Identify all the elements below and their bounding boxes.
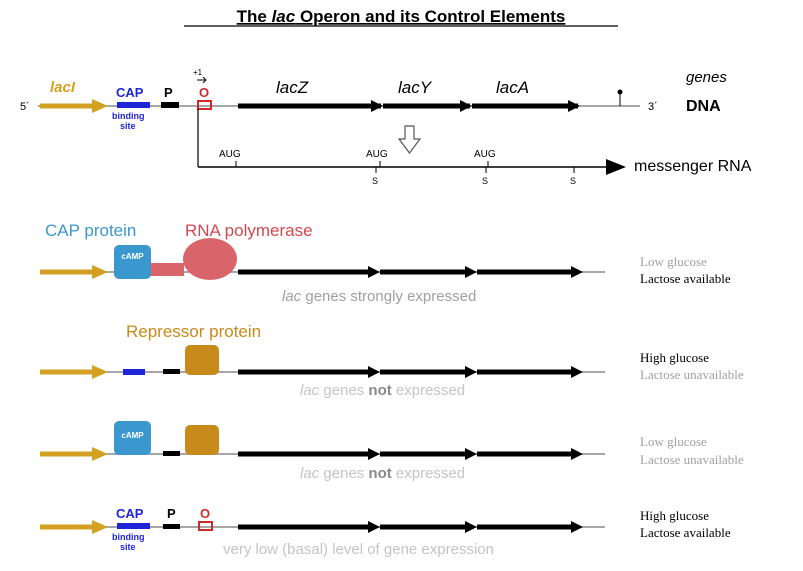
lacy-arrowhead — [465, 448, 477, 460]
plus-one-label: +1 — [193, 68, 203, 77]
polymerase-link — [148, 263, 184, 276]
cap-binding-site — [117, 102, 150, 108]
transcription-arrow-icon — [397, 125, 422, 154]
mrna-label: messenger RNA — [634, 158, 752, 175]
laca-arrowhead — [568, 100, 580, 112]
three-prime-label: 3´ — [648, 101, 658, 113]
cap-label: CAP — [116, 506, 144, 521]
gene-label-laca: lacA — [496, 78, 529, 97]
lactose-label: Lactose available — [640, 271, 731, 286]
stop-label-3: S — [570, 176, 576, 186]
laca-arrowhead — [571, 366, 583, 378]
promoter-site — [163, 451, 180, 456]
lacz-arrowhead — [368, 521, 380, 533]
operator-label: O — [200, 506, 210, 521]
promoter-site — [163, 524, 180, 529]
laca-arrowhead — [571, 266, 583, 278]
aug-label-1: AUG — [219, 149, 241, 160]
aug-label-2: AUG — [366, 149, 388, 160]
rna-polymerase-label: RNA polymerase — [185, 221, 313, 240]
scenario-1: cAMP CAP protein RNA polymerase lac gene… — [40, 221, 731, 305]
tss-marker — [197, 76, 207, 84]
laca-arrowhead — [571, 448, 583, 460]
expression-label: very low (basal) level of gene expressio… — [223, 541, 494, 558]
mrna-arrowhead — [606, 159, 626, 175]
cap-camp-complex — [114, 421, 151, 455]
lacz-arrowhead — [371, 100, 383, 112]
aug-label-3: AUG — [474, 149, 496, 160]
cap-camp-complex — [114, 245, 151, 279]
scenario-2: Repressor protein lac genes not expresse… — [40, 322, 744, 399]
repressor-protein-label: Repressor protein — [126, 322, 261, 341]
lacz-arrowhead — [368, 366, 380, 378]
laci-arrowhead — [92, 365, 108, 379]
lactose-label: Lactose unavailable — [640, 452, 744, 467]
camp-label: cAMP — [121, 431, 144, 440]
laci-arrowhead — [92, 447, 108, 461]
operator-site — [197, 100, 212, 110]
binding-label: binding — [112, 532, 145, 542]
operator-site — [198, 521, 213, 531]
rna-polymerase — [183, 238, 237, 280]
laci-arrowhead — [92, 265, 108, 279]
cap-binding-site — [123, 369, 145, 375]
laci-arrowhead — [92, 520, 108, 534]
gene-label-lacy: lacY — [398, 78, 433, 97]
camp-label: cAMP — [121, 252, 144, 261]
glucose-label: Low glucose — [640, 254, 707, 269]
gene-label-lacz: lacZ — [276, 78, 309, 97]
genes-label: genes — [686, 69, 727, 86]
operator-label: O — [199, 85, 209, 100]
repressor-protein — [185, 425, 219, 455]
laca-arrowhead — [571, 521, 583, 533]
glucose-label: High glucose — [640, 508, 709, 523]
expression-label: lac genes not expressed — [300, 382, 465, 399]
laci-label: lacI — [50, 79, 76, 96]
lacy-arrowhead — [465, 266, 477, 278]
lacz-arrowhead — [368, 448, 380, 460]
expression-label: lac genes strongly expressed — [282, 288, 476, 305]
five-prime-label: 5´ — [20, 101, 30, 113]
dna-label: DNA — [686, 98, 721, 115]
repressor-protein — [185, 345, 219, 375]
stop-label-1: S — [372, 176, 378, 186]
glucose-label: High glucose — [640, 350, 709, 365]
site-label: site — [120, 121, 136, 131]
cap-label: CAP — [116, 85, 144, 100]
lacz-arrowhead — [368, 266, 380, 278]
cap-protein-label: CAP protein — [45, 221, 136, 240]
promoter-label: P — [167, 506, 176, 521]
scenario-4: CAP binding site P O very low (basal) le… — [40, 506, 731, 558]
lacy-arrowhead — [465, 521, 477, 533]
lactose-label: Lactose unavailable — [640, 367, 744, 382]
lacy-arrowhead — [465, 366, 477, 378]
site-label: site — [120, 542, 136, 552]
lacy-arrowhead — [460, 100, 472, 112]
promoter-label: P — [164, 85, 173, 100]
promoter-site — [163, 369, 180, 374]
binding-label: binding — [112, 111, 145, 121]
stop-label-2: S — [482, 176, 488, 186]
page-title: The lac Operon and its Control Elements — [237, 7, 566, 26]
scenario-3: cAMP lac genes not expressed Low glucose… — [40, 421, 744, 482]
lactose-label: Lactose available — [640, 525, 731, 540]
laci-arrow — [40, 99, 108, 113]
glucose-label: Low glucose — [640, 434, 707, 449]
terminator-dot — [617, 89, 623, 95]
promoter-site — [161, 102, 179, 108]
expression-label: lac genes not expressed — [300, 465, 465, 482]
cap-binding-site — [117, 523, 150, 529]
